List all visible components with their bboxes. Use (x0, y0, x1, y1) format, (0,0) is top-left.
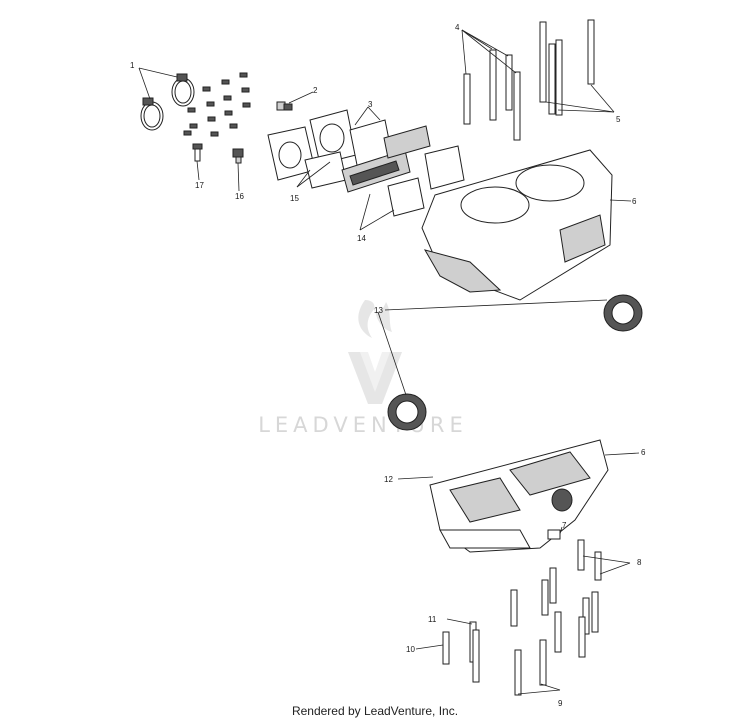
leadventure-watermark: LEADVENTURE (258, 300, 468, 437)
fitting-part (276, 101, 293, 111)
callout-7: 7 (562, 521, 567, 530)
callout-12: 12 (384, 475, 393, 484)
plug-part (547, 529, 561, 540)
clip-part (232, 148, 244, 164)
crankcase-bolts (442, 539, 602, 696)
callout-15: 15 (290, 194, 299, 203)
callout-4: 4 (455, 23, 460, 32)
lower-crankcase (429, 439, 609, 553)
bolt-part (192, 143, 203, 162)
watermark-brand-text: LEADVENTURE (258, 413, 468, 437)
watermark-logo (348, 300, 402, 404)
hose-clamps (140, 73, 195, 131)
callout-6a: 6 (632, 197, 637, 206)
crank-seal-left (387, 393, 427, 431)
leader-lines (138, 29, 640, 695)
crank-seal-right (603, 294, 643, 332)
reed-valve-assembly (341, 119, 465, 217)
callout-3: 3 (368, 100, 373, 109)
screw-cluster (183, 72, 251, 137)
callout-17: 17 (195, 181, 204, 190)
callout-8: 8 (637, 558, 642, 567)
footer-credit: Rendered by LeadVenture, Inc. (291, 704, 459, 718)
callout-9: 9 (558, 699, 563, 708)
callout-labels: 1 2 3 4 5 6 6 7 8 9 10 11 12 13 14 15 16… (130, 23, 646, 708)
callout-1: 1 (130, 61, 135, 70)
callout-14: 14 (357, 234, 366, 243)
callout-11: 11 (428, 615, 437, 624)
callout-16: 16 (235, 192, 244, 201)
intake-plates (267, 109, 357, 189)
callout-13: 13 (374, 306, 383, 315)
callout-10: 10 (406, 645, 415, 654)
callout-6b: 6 (641, 448, 646, 457)
stud-set (463, 19, 595, 141)
upper-crankcase (421, 149, 613, 301)
callout-5: 5 (616, 115, 621, 124)
callout-2: 2 (313, 86, 318, 95)
